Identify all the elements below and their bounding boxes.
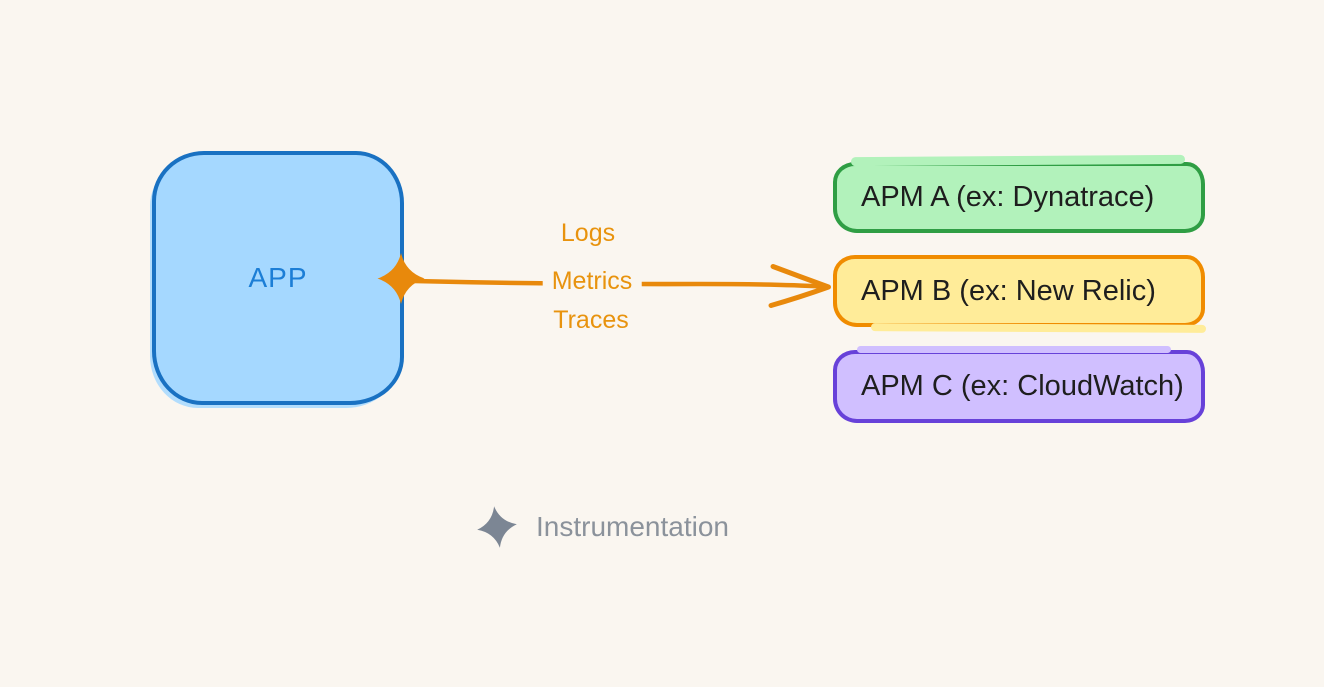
legend-label: Instrumentation: [536, 511, 729, 542]
arrow-label-metrics: Metrics: [542, 267, 642, 295]
arrow-label-logs: Logs: [560, 219, 616, 247]
arrowhead-icon: [768, 264, 831, 308]
arrow-label-traces: Traces: [553, 306, 629, 334]
apm-c-label: APM C (ex: CloudWatch): [861, 370, 1184, 402]
apm-b-node: APM B (ex: New Relic): [833, 255, 1205, 327]
apm-b-label: APM B (ex: New Relic): [861, 274, 1156, 307]
apm-a-node: APM A (ex: Dynatrace): [833, 162, 1205, 233]
diamond-icon: [477, 506, 517, 548]
legend: Instrumentation: [473, 503, 729, 551]
apm-a-label: APM A (ex: Dynatrace): [861, 181, 1155, 213]
apm-c-node: APM C (ex: CloudWatch): [833, 346, 1205, 423]
app-node-label: APP: [248, 262, 308, 293]
app-node: APP: [152, 151, 404, 405]
